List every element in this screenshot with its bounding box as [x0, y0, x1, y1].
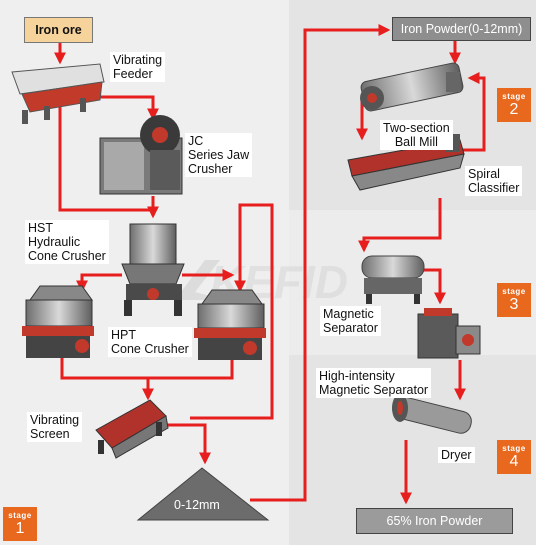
dryer-label: Dryer	[438, 447, 475, 463]
magnetic-separator-label: Magnetic Separator	[320, 306, 381, 336]
vibrating-screen-icon	[95, 399, 169, 459]
jaw-crusher-icon	[99, 115, 183, 195]
stage-3-badge: stage 3	[497, 283, 531, 317]
stage-1-number: 1	[15, 520, 25, 537]
dryer-icon	[392, 394, 472, 434]
ball-mill-label: Two-section Ball Mill	[380, 120, 453, 150]
product-pile-icon	[136, 467, 270, 521]
spiral-classifier-label: Spiral Classifier	[465, 166, 523, 196]
arrow-feeder-bypass	[58, 105, 153, 212]
arrow-pile-to-powder	[250, 24, 391, 502]
arrow-cone-to-hpt-left	[76, 273, 122, 293]
stage-2-badge: stage 2	[497, 88, 531, 122]
arrow-mag-to-hi	[420, 268, 446, 305]
stage-1-word: stage	[8, 511, 32, 520]
vibrating-feeder-icon	[11, 63, 105, 124]
hpt-cone-crusher-right-icon	[194, 289, 266, 360]
arrow-classifier-to-mag	[358, 198, 442, 253]
final-product-box: 65% Iron Powder	[356, 508, 513, 534]
high-intensity-separator-icon	[417, 308, 481, 359]
high-intensity-separator-label: High-intensity Magnetic Separator	[316, 368, 432, 398]
arrow-screen-to-pile	[165, 423, 211, 465]
hpt-cone-crusher-label: HPT Cone Crusher	[108, 327, 192, 357]
hpt-cone-crusher-left-icon	[22, 285, 94, 358]
hst-cone-crusher-icon	[121, 223, 185, 316]
final-product-text: 65% Iron Powder	[386, 514, 483, 528]
magnetic-separator-icon	[361, 255, 425, 304]
stage-2-word: stage	[502, 92, 526, 101]
ball-mill-icon	[360, 62, 464, 112]
pile-label: 0-12mm	[174, 498, 220, 512]
iron-powder-box: Iron Powder(0-12mm)	[392, 17, 531, 41]
stage-3-word: stage	[502, 287, 526, 296]
vibrating-feeder-label: Vibrating Feeder	[110, 52, 166, 82]
stage-3-number: 3	[509, 296, 519, 313]
arrow-screen-return	[190, 203, 274, 420]
stage-4-badge: stage 4	[497, 440, 531, 474]
vibrating-screen-label: Vibrating Screen	[27, 412, 83, 442]
stage-2-number: 2	[509, 101, 519, 118]
arrow-classifier-return	[458, 72, 486, 152]
watermark: KEFID	[175, 256, 348, 308]
stage-4-word: stage	[502, 444, 526, 453]
iron-ore-text: Iron ore	[35, 23, 82, 37]
iron-powder-text: Iron Powder(0-12mm)	[400, 22, 523, 36]
iron-ore-label: Iron ore	[24, 17, 93, 43]
hst-cone-crusher-label: HST Hydraulic Cone Crusher	[25, 220, 109, 264]
stage-1-badge: stage 1	[3, 507, 37, 541]
stage-4-number: 4	[509, 453, 519, 470]
jaw-crusher-label: JC Series Jaw Crusher	[185, 133, 253, 177]
arrow-feeder-to-jaw	[100, 95, 159, 121]
